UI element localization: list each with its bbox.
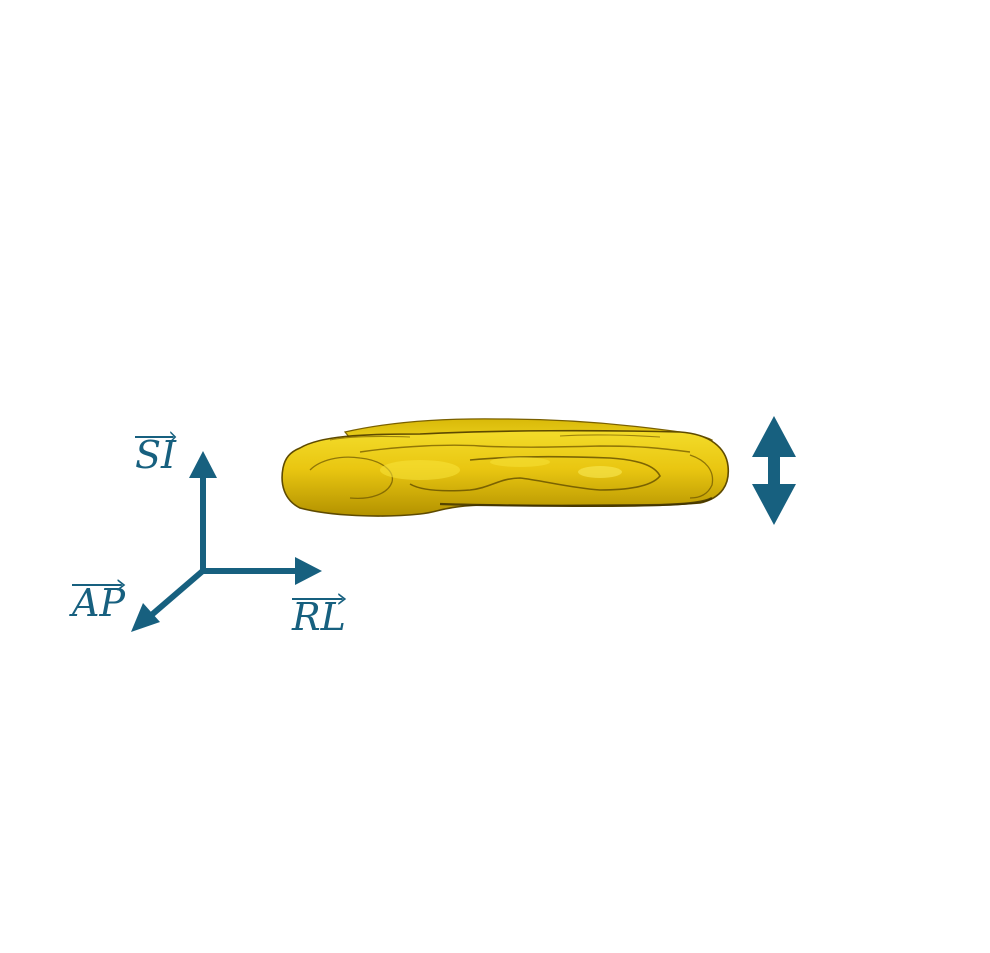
vector-arrow-icon	[135, 431, 177, 443]
double-vertical-arrow-icon	[752, 416, 796, 525]
vector-arrow-icon	[72, 579, 126, 591]
vector-arrow-icon	[292, 593, 347, 605]
rl-label-text: RL	[292, 595, 346, 639]
ap-axis-line	[146, 566, 207, 621]
organ-ridge-1	[359, 444, 691, 453]
organ-highlight-3	[490, 457, 550, 467]
ap-axis-arrowhead	[131, 603, 160, 632]
ap-label-text: AP	[72, 581, 126, 625]
organ-surface-render	[281, 418, 730, 517]
rl-axis-arrowhead	[295, 557, 322, 585]
rl-axis-label: RL	[292, 593, 347, 639]
organ-highlight-1	[380, 460, 460, 480]
organ-ridge-5	[689, 454, 714, 499]
organ-ridge-4	[329, 434, 661, 441]
organ-ridge-2	[409, 455, 661, 492]
si-axis-label: SI	[135, 431, 177, 477]
organ-highlight-2	[578, 466, 622, 478]
ap-axis-label: AP	[72, 579, 126, 625]
si-label-text: SI	[135, 433, 177, 477]
si-axis-arrowhead	[189, 451, 217, 478]
organ-bottom-edge	[439, 497, 713, 507]
organ-body	[281, 429, 730, 517]
axes-icon	[131, 451, 322, 632]
